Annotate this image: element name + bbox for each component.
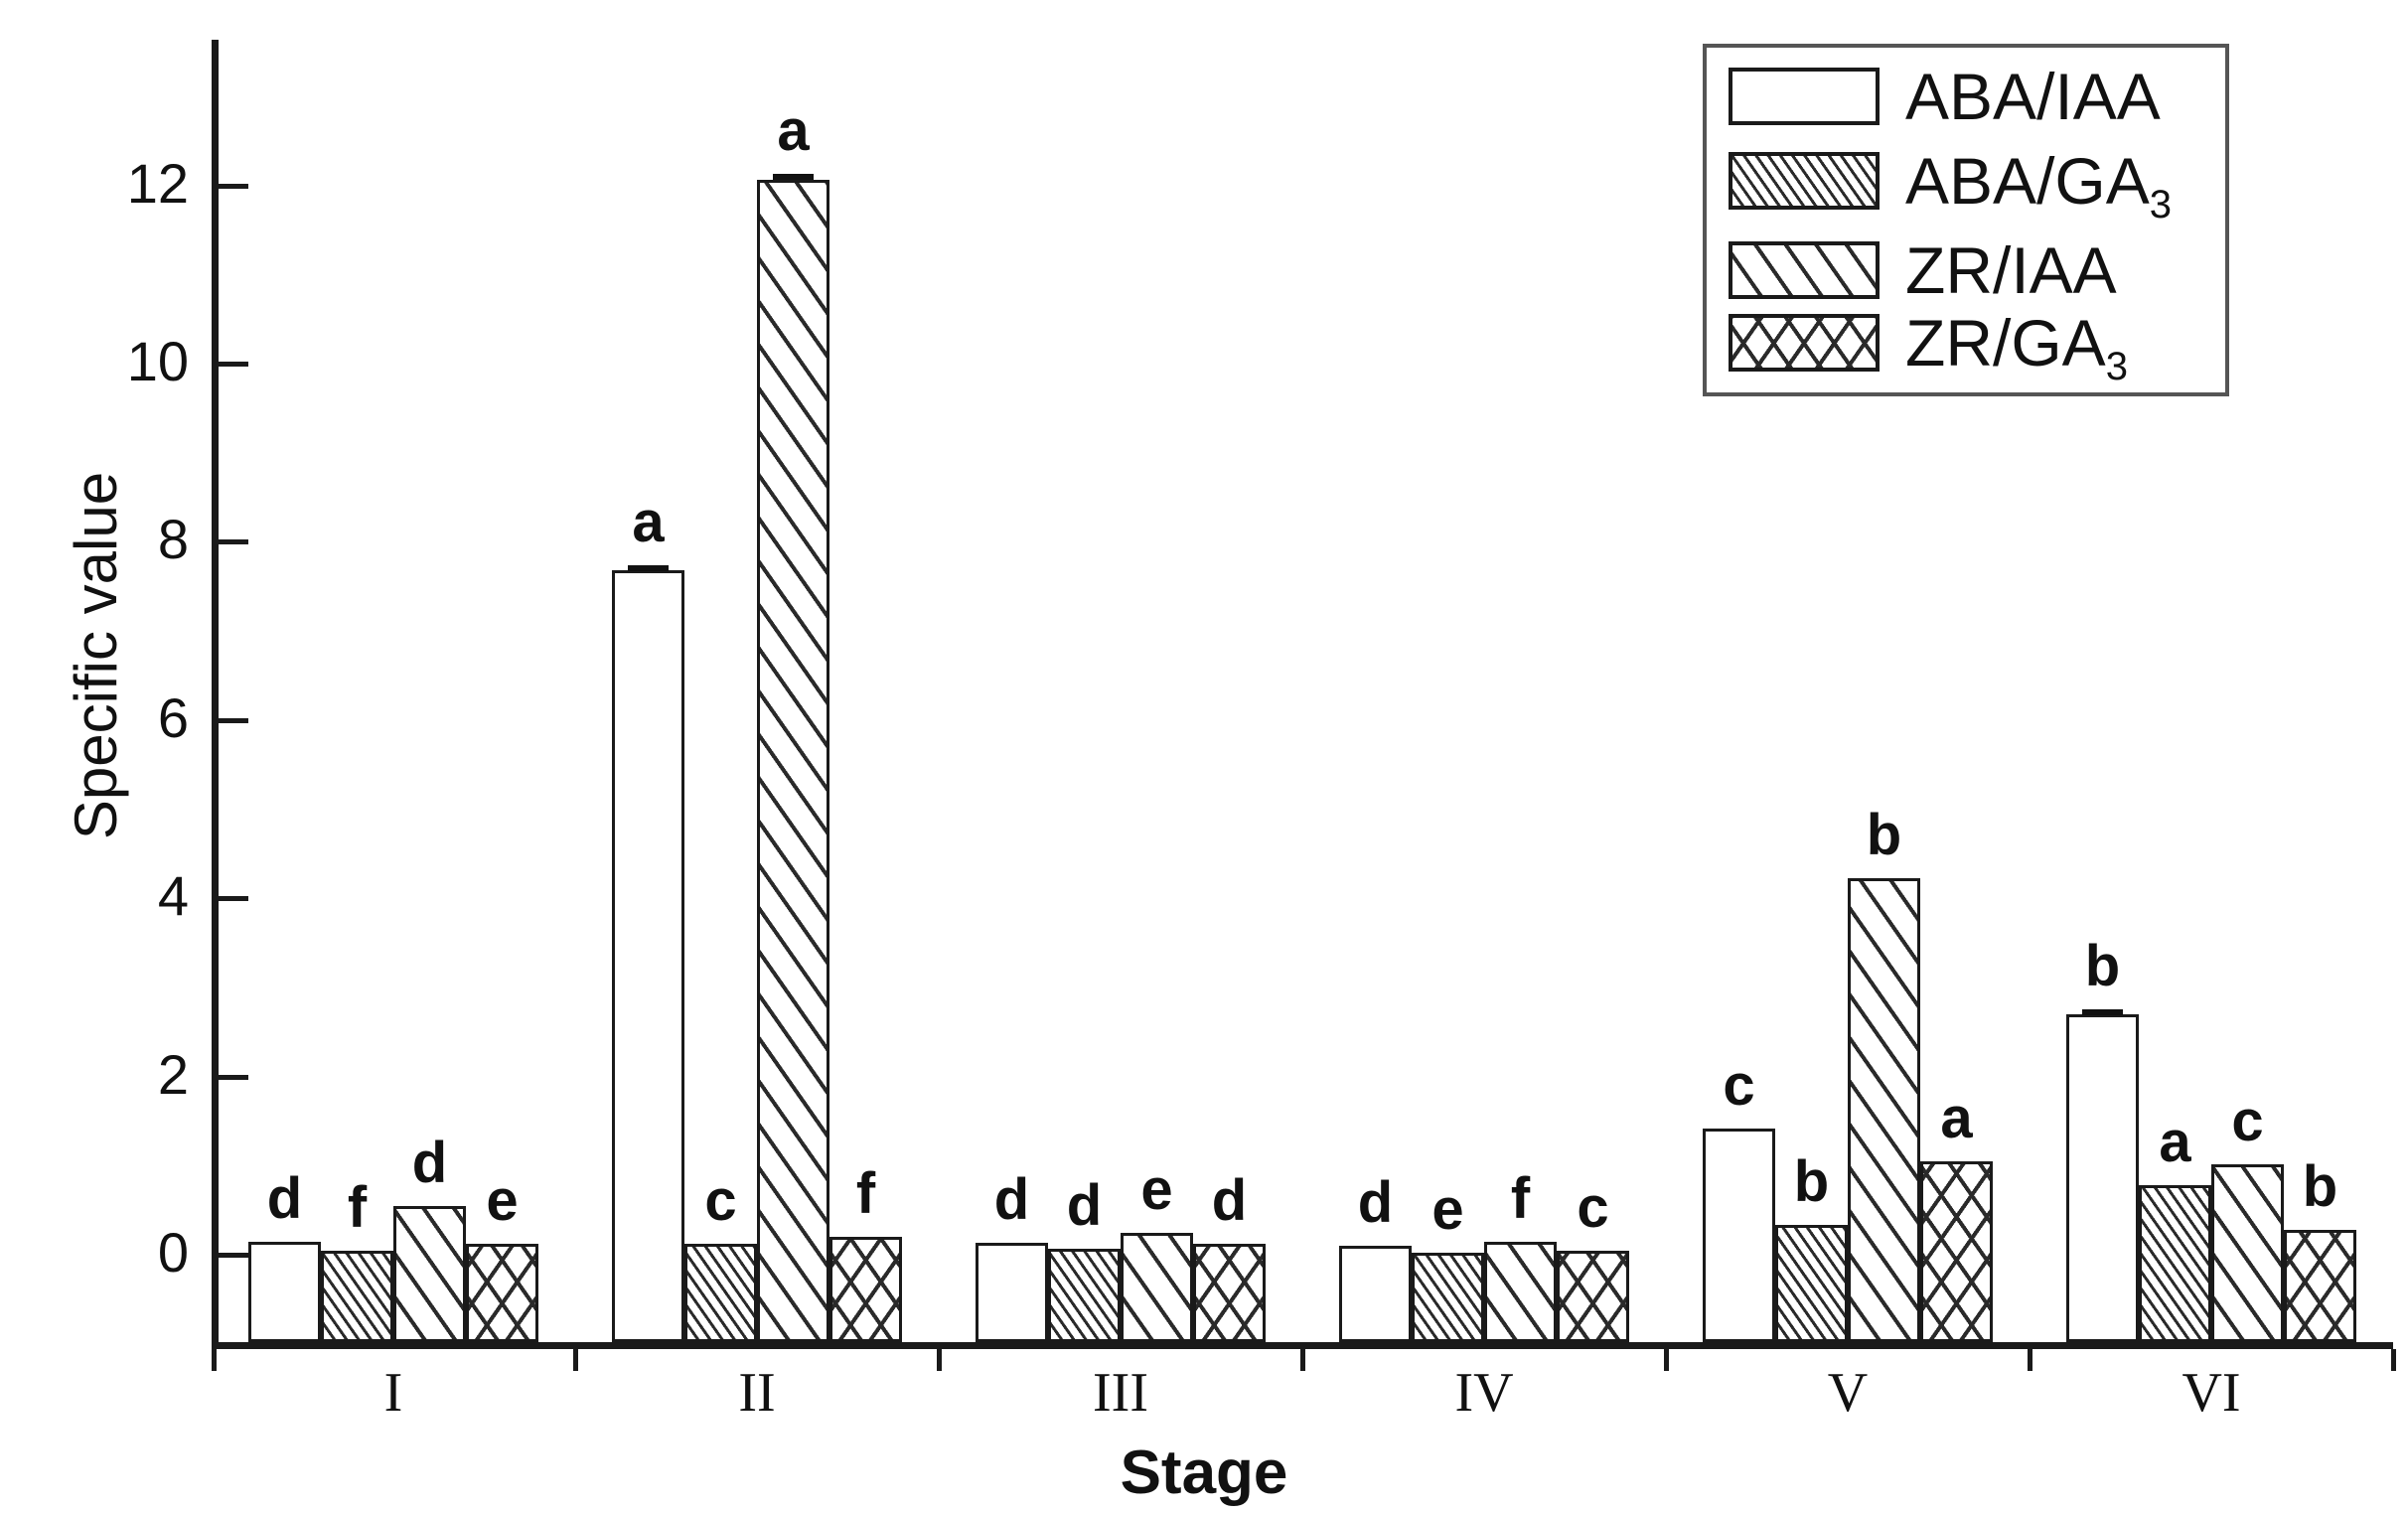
bar-significance-label: a bbox=[777, 97, 810, 163]
x-axis-tick bbox=[937, 1349, 942, 1371]
bar-significance-label: c bbox=[1577, 1175, 1609, 1241]
bar-significance-label: d bbox=[1066, 1172, 1103, 1238]
error-bar-stem bbox=[791, 173, 797, 181]
bar-significance-label: a bbox=[1940, 1085, 1973, 1150]
y-axis-tick bbox=[219, 896, 248, 902]
bar bbox=[1339, 1246, 1412, 1342]
x-axis-group-label: V bbox=[1827, 1362, 1869, 1424]
y-axis-tick bbox=[219, 362, 248, 367]
x-axis-title: Stage bbox=[1120, 1438, 1288, 1507]
bar bbox=[684, 1244, 757, 1342]
legend-swatch bbox=[1729, 241, 1880, 299]
y-axis-tick bbox=[219, 183, 248, 189]
bar-significance-label: b bbox=[1793, 1149, 1830, 1215]
x-axis-group-label: VI bbox=[2182, 1362, 2241, 1424]
x-axis-tick bbox=[1664, 1349, 1669, 1371]
y-axis-tick-label: 8 bbox=[157, 508, 189, 571]
x-axis-tick bbox=[573, 1349, 578, 1371]
bar-significance-label: c bbox=[2231, 1088, 2264, 1153]
bar bbox=[1920, 1160, 1993, 1342]
bar bbox=[1048, 1248, 1121, 1342]
bar bbox=[1121, 1232, 1193, 1342]
y-axis-title: Specific value bbox=[63, 471, 129, 840]
y-axis-tick-label: 2 bbox=[157, 1042, 189, 1106]
bar bbox=[248, 1241, 321, 1342]
x-axis-line bbox=[212, 1342, 2393, 1349]
x-axis-group-label: I bbox=[383, 1362, 403, 1424]
y-axis-tick-label: 4 bbox=[157, 864, 189, 928]
legend-label: ABA/IAA bbox=[1905, 60, 2161, 133]
bar-significance-label: d bbox=[993, 1167, 1030, 1233]
bar bbox=[1557, 1251, 1629, 1342]
y-axis-tick bbox=[219, 1253, 248, 1258]
legend-swatch bbox=[1729, 152, 1880, 210]
bar-significance-label: e bbox=[1431, 1177, 1464, 1243]
y-axis-tick-label: 10 bbox=[126, 330, 189, 392]
bar bbox=[612, 570, 684, 1342]
bar bbox=[2066, 1013, 2139, 1342]
bar bbox=[1848, 878, 1920, 1342]
bar-significance-label: e bbox=[1140, 1156, 1173, 1222]
bar-significance-label: d bbox=[411, 1130, 448, 1195]
bar bbox=[1703, 1128, 1775, 1342]
bar bbox=[2139, 1185, 2211, 1342]
legend-label: ABA/GA3 bbox=[1905, 144, 2173, 227]
bar-significance-label: d bbox=[266, 1165, 303, 1231]
x-axis-tick bbox=[212, 1349, 217, 1371]
y-axis-tick bbox=[219, 539, 248, 545]
y-axis-tick bbox=[219, 717, 248, 723]
bar bbox=[1775, 1225, 1848, 1342]
legend-swatch bbox=[1729, 68, 1880, 125]
bar bbox=[2211, 1163, 2284, 1342]
x-axis-group-label: III bbox=[1093, 1362, 1148, 1424]
error-bar-stem bbox=[646, 564, 652, 571]
bar bbox=[1193, 1244, 1266, 1342]
bar bbox=[2284, 1229, 2356, 1342]
bar-significance-label: f bbox=[1510, 1166, 1531, 1232]
bar-significance-label: b bbox=[2084, 934, 2121, 999]
x-axis-tick bbox=[1300, 1349, 1305, 1371]
bar bbox=[976, 1243, 1048, 1342]
x-axis-tick bbox=[2391, 1349, 2396, 1371]
x-axis-group-label: II bbox=[738, 1362, 776, 1424]
bar-significance-label: a bbox=[632, 489, 665, 554]
x-axis-tick bbox=[2028, 1349, 2032, 1371]
y-axis-tick-label: 12 bbox=[126, 151, 189, 215]
bar bbox=[466, 1244, 538, 1342]
bar-significance-label: f bbox=[347, 1174, 368, 1240]
bar-significance-label: a bbox=[2159, 1110, 2191, 1175]
bar bbox=[829, 1237, 902, 1342]
bar-significance-label: f bbox=[855, 1161, 876, 1227]
y-axis-line bbox=[212, 40, 219, 1349]
bar bbox=[1484, 1242, 1557, 1342]
y-axis-tick-label: 6 bbox=[157, 685, 189, 749]
error-bar-stem bbox=[2100, 1009, 2106, 1014]
bar-significance-label: b bbox=[2302, 1153, 2338, 1219]
x-axis-group-label: IV bbox=[1454, 1362, 1514, 1424]
legend-label: ZR/GA3 bbox=[1905, 306, 2128, 388]
bar-significance-label: c bbox=[1723, 1052, 1755, 1118]
legend-swatch bbox=[1729, 314, 1880, 372]
bar bbox=[393, 1205, 466, 1342]
bar-significance-label: d bbox=[1357, 1170, 1394, 1236]
bar bbox=[757, 180, 829, 1342]
y-axis-tick bbox=[219, 1074, 248, 1080]
bar-significance-label: e bbox=[486, 1168, 519, 1234]
bar-significance-label: c bbox=[704, 1168, 737, 1234]
y-axis-tick-label: 0 bbox=[157, 1221, 189, 1284]
bar bbox=[1412, 1253, 1484, 1342]
bar-significance-label: d bbox=[1211, 1168, 1248, 1234]
legend-label: ZR/IAA bbox=[1905, 233, 2117, 307]
bar bbox=[321, 1250, 393, 1342]
bar-significance-label: b bbox=[1866, 803, 1902, 868]
